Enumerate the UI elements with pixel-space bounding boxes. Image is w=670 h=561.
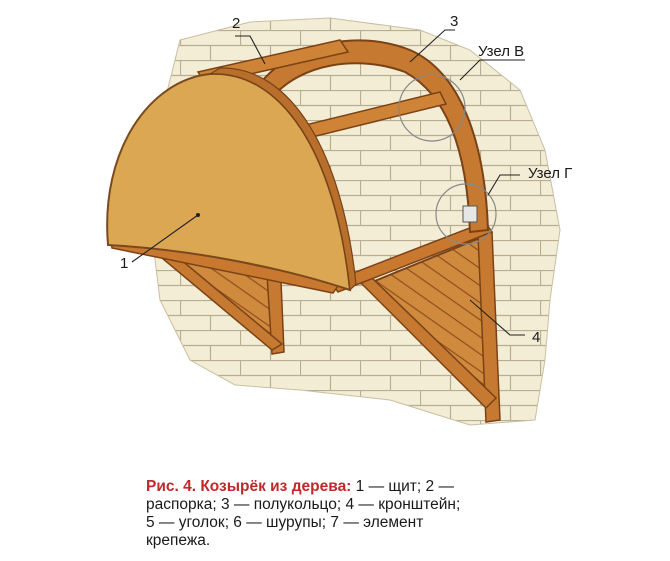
- label-node-g: Узел Г: [528, 165, 572, 182]
- label-4: 4: [532, 329, 540, 346]
- label-1: 1: [120, 255, 128, 272]
- corner-plate: [462, 205, 478, 223]
- label-2: 2: [232, 15, 240, 32]
- node-g-circle: [435, 183, 497, 245]
- caption-title: Рис. 4. Козырёк из дерева:: [146, 478, 352, 495]
- leader-lines: [131, 29, 525, 336]
- semi-ring: [253, 39, 490, 234]
- right-bracket: [358, 231, 501, 423]
- caption-line1: 1 — щит; 2 —: [351, 478, 454, 495]
- label-node-v: Узел В: [478, 43, 524, 60]
- bottom-frame: [109, 221, 494, 294]
- caption-line2: распорка; 3 — полукольцо; 4 — кронштейн;: [146, 496, 461, 513]
- node-v-circle: [398, 74, 466, 142]
- label-3: 3: [450, 13, 458, 30]
- canopy-diagram: 1 2 3 4 Узел В Узел Г: [106, 13, 572, 426]
- caption-line3: 5 — уголок; 6 — шурупы; 7 — элемент: [146, 514, 424, 531]
- caption-line4: крепежа.: [146, 532, 211, 549]
- figure-caption: Рис. 4. Козырёк из дерева: 1 — щит; 2 — …: [146, 478, 566, 550]
